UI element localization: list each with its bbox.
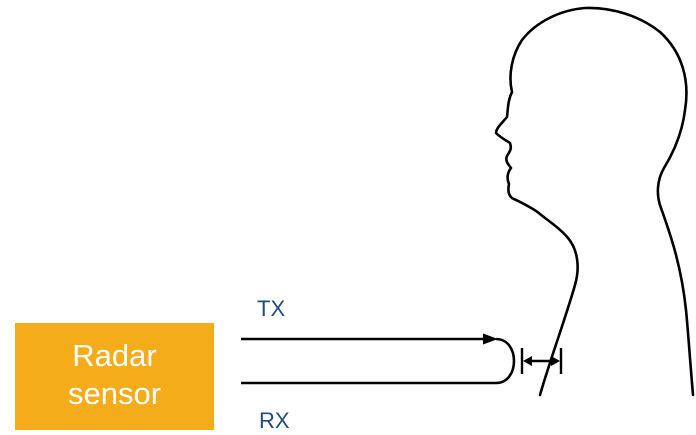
radar-sensor-rect [15, 323, 214, 430]
reflection-curve [495, 337, 516, 385]
radar-sensor-label-line2: sensor [68, 376, 161, 411]
radar-sensor-box: Radar sensor [15, 323, 214, 430]
rx-label: RX [259, 408, 290, 433]
radar-sensor-label-line1: Radar [72, 338, 156, 373]
signal-path [241, 333, 516, 385]
human-silhouette [494, 6, 695, 397]
tx-arrowhead [483, 333, 498, 345]
displacement-right-arrow [551, 356, 560, 366]
tx-label: TX [257, 296, 285, 321]
chest-displacement-indicator [520, 348, 563, 374]
displacement-left-arrow [523, 356, 532, 366]
